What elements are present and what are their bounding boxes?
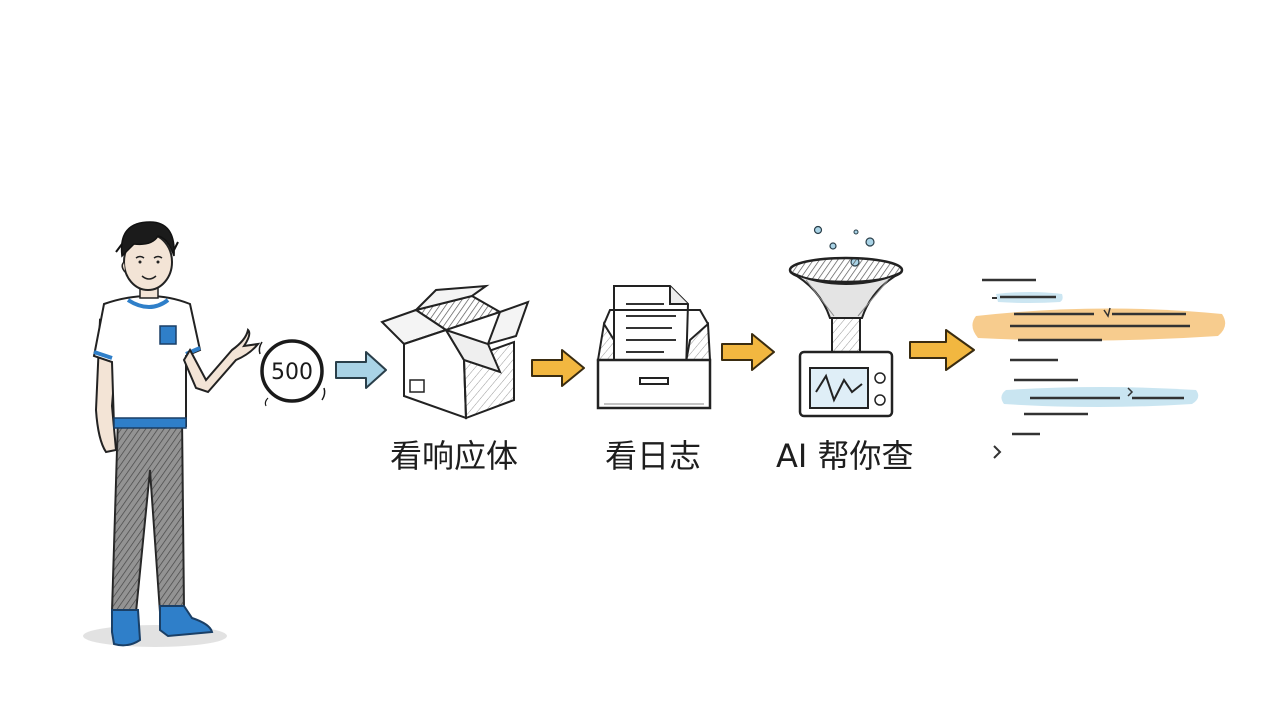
arrow-right-icon [721,333,775,371]
step-label-ai-help: AI 帮你查 [776,437,914,475]
arrow-right-icon [909,329,975,371]
error-code-text: 500 [271,360,313,385]
step-label-logs: 看日志 [605,437,702,475]
step-label-response-body: 看响应体 [390,437,519,475]
arrow-right-icon [335,351,387,389]
arrow-right-icon [531,349,585,387]
open-box-icon [380,284,530,420]
highlighted-log-lines-icon [972,278,1226,459]
error-500-badge: 500 [258,339,326,407]
file-drawer-icon [596,285,712,410]
person-figure [83,221,261,647]
funnel-machine-icon [788,225,904,418]
